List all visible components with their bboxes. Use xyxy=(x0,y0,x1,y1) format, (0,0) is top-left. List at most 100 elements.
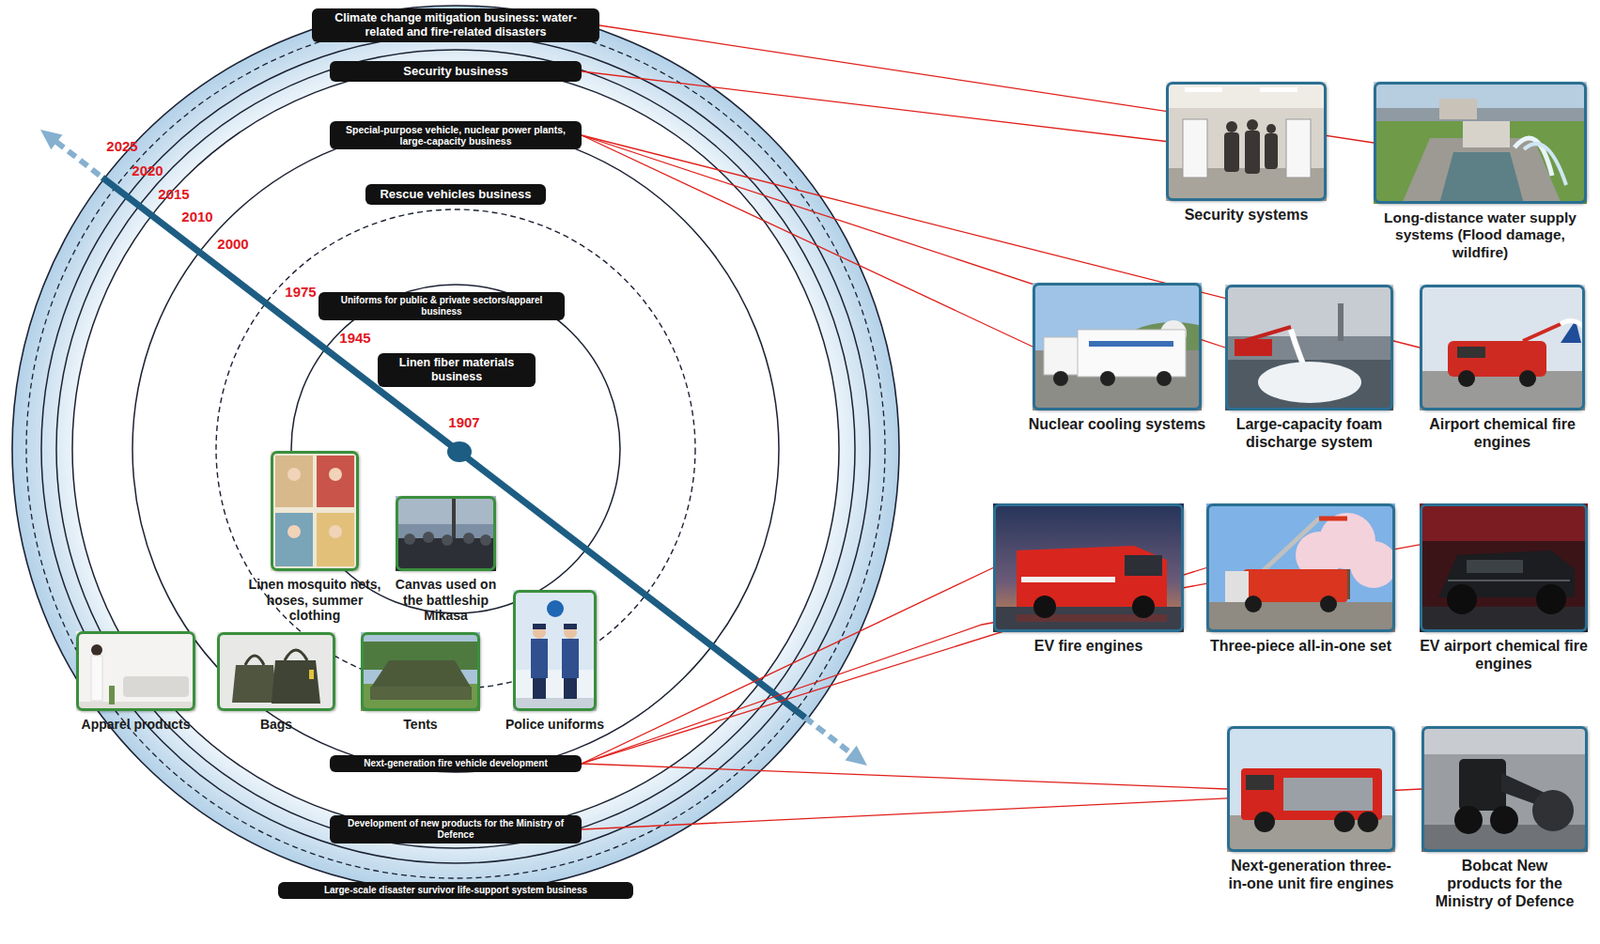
photo-airport-engine xyxy=(1458,370,1476,388)
business-label: Large-scale disaster survivor life-suppo… xyxy=(278,882,634,900)
year-label: 2015 xyxy=(157,186,189,202)
photo-bobcat xyxy=(1459,759,1507,811)
photo-frame: Security systems xyxy=(1165,81,1327,202)
photo-police xyxy=(532,623,546,630)
concentric-rings xyxy=(216,209,696,689)
timeline-arrow xyxy=(56,141,103,178)
photo-ev-engine xyxy=(993,503,1184,633)
photo-frame: Linen mosquito nets, hoses, summer cloth… xyxy=(270,450,359,572)
photo-three-piece xyxy=(1244,595,1337,613)
photo-caption: Bags xyxy=(219,716,333,733)
photo-frame: Airport chemical fire engines xyxy=(1419,284,1585,411)
connector-line xyxy=(581,763,1228,790)
photo-ev-airport xyxy=(1446,584,1567,615)
photo-police xyxy=(530,638,548,679)
photo-linen-posters xyxy=(287,525,301,539)
photo-ev-engine xyxy=(1132,595,1155,619)
photo-next-gen-engine xyxy=(1227,726,1396,853)
photo-security-gates xyxy=(1165,81,1327,202)
photo-foam-discharge xyxy=(1225,284,1394,411)
photo-security-gates xyxy=(1246,119,1259,131)
concentric-rings xyxy=(12,5,900,893)
photo-police xyxy=(512,590,597,670)
photo-bobcat xyxy=(1421,726,1588,853)
photo-caption: Next-generation three-in-one unit fire e… xyxy=(1226,857,1398,894)
photo-airport-engine xyxy=(1522,324,1561,342)
photo-bags xyxy=(271,660,321,704)
photo-apparel xyxy=(91,655,103,701)
photo-frame: Tents xyxy=(360,632,481,712)
photo-apparel xyxy=(123,676,189,698)
photo-next-gen-engine xyxy=(1227,726,1396,853)
photo-canvas-mikasa xyxy=(451,496,456,539)
label-text: Next-generation fire vehicle development xyxy=(335,758,576,770)
business-label: Special-purpose vehicle, nuclear power p… xyxy=(329,121,582,151)
photo-nuclear-cooling xyxy=(1032,282,1202,411)
photo-foam-discharge xyxy=(1225,359,1394,411)
photo-caption: Security systems xyxy=(1157,206,1336,225)
photo-frame: Long-distance water supply systems (Floo… xyxy=(1373,81,1587,204)
photo-security-gates xyxy=(1165,81,1327,109)
photo-tents xyxy=(360,632,481,712)
photo-ev-airport xyxy=(1419,503,1588,633)
photo-linen-posters xyxy=(275,455,313,508)
photo-bobcat xyxy=(1421,726,1588,755)
photo-caption: Airport chemical fire engines xyxy=(1414,416,1590,452)
photo-security-gates xyxy=(1165,81,1327,202)
photo-linen-posters xyxy=(328,467,342,482)
photo-security-gates xyxy=(1224,119,1278,174)
photo-caption: Police uniforms xyxy=(494,716,617,733)
photo-tents xyxy=(370,686,472,700)
photo-security-gates xyxy=(1226,121,1238,133)
photo-foam-discharge xyxy=(1225,284,1394,411)
photo-water-supply xyxy=(1373,81,1587,204)
year-label: 1907 xyxy=(448,414,480,431)
label-text: Climate change mitigation business: wate… xyxy=(317,11,594,40)
photo-bobcat xyxy=(1454,806,1519,835)
photo-police xyxy=(512,590,597,712)
photo-security-gates xyxy=(1259,87,1298,93)
label-text: Special-purpose vehicle, nuclear power p… xyxy=(335,124,576,148)
photo-caption: EV airport chemical fire engines xyxy=(1416,637,1592,674)
photo-airport-engine xyxy=(1419,371,1585,411)
photo-next-gen-engine xyxy=(1357,811,1379,833)
photo-ev-engine xyxy=(1021,576,1116,583)
label-text: Linen fiber materials business xyxy=(383,356,530,385)
photo-frame: EV fire engines xyxy=(993,503,1184,633)
photo-police xyxy=(546,600,564,618)
photo-bobcat xyxy=(1421,726,1588,853)
photo-police xyxy=(563,623,577,630)
year-label: 2000 xyxy=(217,235,249,252)
photo-nuclear-cooling xyxy=(1032,282,1230,411)
year-label: 1945 xyxy=(339,329,371,346)
photo-airport-engine xyxy=(1519,370,1537,388)
photo-three-piece xyxy=(1319,516,1348,522)
photo-three-piece xyxy=(1206,602,1396,633)
photo-caption: Large-capacity foam discharge system xyxy=(1216,416,1403,452)
timeline-arrow xyxy=(102,177,806,718)
photo-tents xyxy=(360,683,481,712)
photo-apparel xyxy=(76,631,196,712)
timeline-arrow xyxy=(805,717,852,754)
photo-caption: Nuclear cooling systems xyxy=(1025,416,1210,435)
photo-bags xyxy=(245,655,265,666)
photo-foam-discharge xyxy=(1258,361,1362,404)
photo-frame: Canvas used on the battleship Mikasa xyxy=(395,496,497,572)
photo-caption: Three-piece all-in-one set xyxy=(1200,637,1402,656)
photo-linen-posters xyxy=(287,467,301,482)
timeline-arrow xyxy=(40,129,63,150)
photo-apparel xyxy=(76,631,196,712)
photo-police xyxy=(532,678,546,700)
photo-caption: EV fire engines xyxy=(994,637,1183,656)
photo-security-gates xyxy=(1266,124,1276,134)
photo-ev-engine xyxy=(1033,595,1155,619)
label-text: Development of new products for the Mini… xyxy=(335,818,576,841)
connector-line xyxy=(581,135,1033,347)
connector-line xyxy=(581,71,1166,142)
business-label: Uniforms for public & private sectors/ap… xyxy=(318,292,565,321)
photo-frame: Large-capacity foam discharge system xyxy=(1225,284,1394,411)
photo-security-gates xyxy=(1184,87,1223,93)
photo-airport-engine xyxy=(1458,370,1537,388)
